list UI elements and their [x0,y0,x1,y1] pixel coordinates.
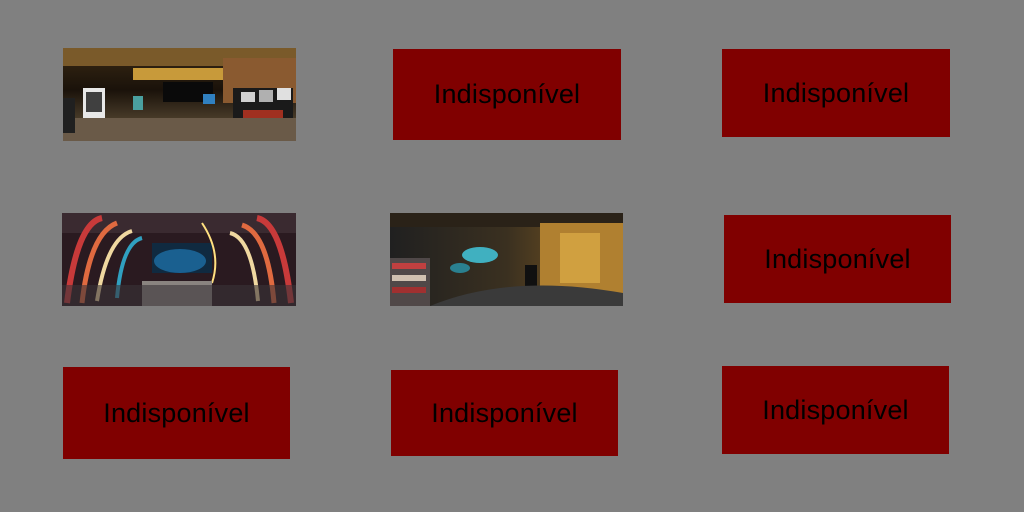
colorful-arches-image [62,213,296,306]
unavailable-label: Indisponível [762,394,909,425]
unavailable-placeholder-2: Indisponível [393,49,621,140]
panorama-thumbnail-1[interactable] [63,48,296,141]
unavailable-label: Indisponível [431,397,578,428]
panorama-thumbnail-5[interactable] [390,213,623,306]
unavailable-placeholder-8: Indisponível [391,370,618,456]
unavailable-label: Indisponível [764,243,911,274]
unavailable-placeholder-7: Indisponível [63,367,290,459]
unavailable-label: Indisponível [762,77,910,108]
unavailable-label: Indisponível [433,79,581,109]
panorama-thumbnail-4[interactable] [62,213,296,306]
unavailable-placeholder-9: Indisponível [722,366,949,454]
museum-hall-image [63,48,296,141]
unavailable-placeholder-6: Indisponível [724,215,951,303]
unavailable-label: Indisponível [103,397,250,428]
unavailable-placeholder-3: Indisponível [722,49,950,137]
dark-corridor-image [390,213,623,306]
